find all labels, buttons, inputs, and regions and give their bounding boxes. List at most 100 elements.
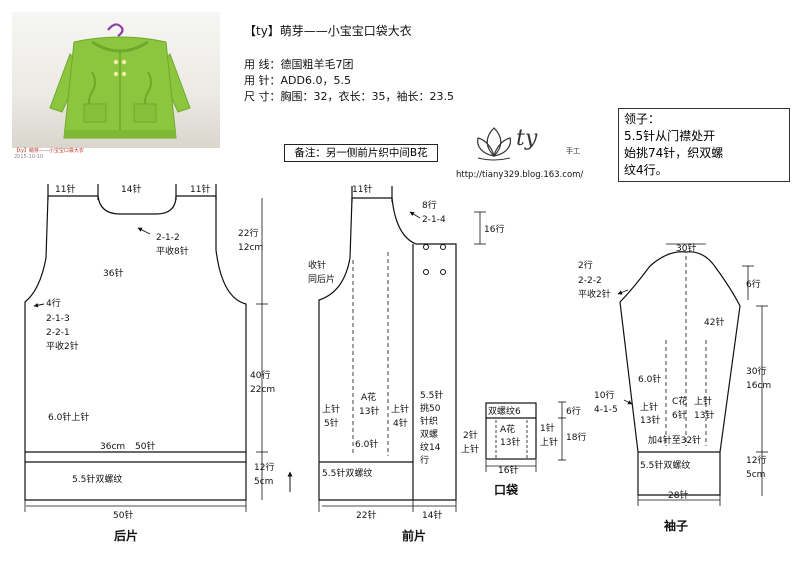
collar-instructions: 领子： 5.5针从门襟处开 始挑74针，织双螺 纹4行。 xyxy=(618,108,790,182)
sleeve-purl-left-stitches: 13针 xyxy=(640,414,660,426)
button-icon xyxy=(440,244,446,250)
front-neck-decrease: 2-1-4 xyxy=(422,215,446,225)
pocket-bottom-stitches: 16针 xyxy=(498,464,518,476)
sleeve-stitch-count-42: 42针 xyxy=(704,316,724,328)
sleeve-pattern-c-stitches: 6针 xyxy=(672,409,687,421)
sleeve-rib-cm: 5cm xyxy=(746,470,765,480)
sleeve-purl-right: 上针 xyxy=(694,395,712,407)
sleeve-title: 袖子 xyxy=(664,518,688,533)
back-body-stitch: 6.0针上针 xyxy=(48,411,89,423)
pocket-outline xyxy=(485,402,537,460)
pocket-left-stitches: 2针 xyxy=(463,429,478,441)
sleeve-cap-right-rows: 6行 xyxy=(746,278,761,290)
logo-script: ty xyxy=(516,126,538,151)
blog-url: http://tiany329.blog.163.com/ xyxy=(456,170,584,180)
back-outline xyxy=(24,195,247,501)
button-icon xyxy=(423,244,429,250)
button-icon xyxy=(423,269,429,275)
sleeve-purl-left: 上针 xyxy=(640,401,658,413)
back-body-rows: 40行 xyxy=(250,369,270,381)
button-icon xyxy=(440,269,446,275)
back-ribbing: 5.5针双螺纹 xyxy=(72,473,122,485)
pocket-title: 口袋 xyxy=(494,482,519,497)
front-top-stitches: 11针 xyxy=(352,183,372,195)
front-body-stitch: 6.0针 xyxy=(355,438,378,450)
pocket-right-stitches: 1针 xyxy=(540,422,555,434)
back-side-decrease-c: 平收2针 xyxy=(46,340,79,352)
back-piece xyxy=(24,184,293,512)
front-neck-rows: 8行 xyxy=(422,199,437,211)
front-piece-title: 前片 xyxy=(402,528,426,543)
back-neck-decrease-2: 平收8针 xyxy=(156,245,189,257)
front-band-1: 5.5针 xyxy=(420,389,443,401)
back-labels: 11针 14针 11针 2-1-2 平收8针 36针 22行 12cm 4行 2… xyxy=(46,183,275,543)
back-rib-cm: 5cm xyxy=(254,477,273,487)
back-stitch-count-36: 36针 xyxy=(103,267,123,279)
front-band-stitches: 14针 xyxy=(422,509,442,521)
photo-caption-date: 2015-10-10 xyxy=(14,154,44,160)
pocket-top-rib: 双螺纹6 xyxy=(488,405,521,417)
sleeve-increase-total: 加4针至32针 xyxy=(648,434,701,446)
sleeve-piece xyxy=(617,243,768,506)
pocket-labels: 双螺纹6 A花 13针 2针 上针 1针 上针 6行 18行 16针 口袋 xyxy=(461,405,586,497)
sleeve-cap-rows: 2行 xyxy=(578,259,593,271)
back-armhole-cm: 12cm xyxy=(238,243,263,253)
back-bottom-stitches: 50针 xyxy=(113,509,133,521)
front-ribbing: 5.5针双螺纹 xyxy=(322,467,372,479)
back-width-stitches: 50针 xyxy=(135,440,155,452)
pocket-rib-rows: 6行 xyxy=(566,405,581,417)
note-box: 备注：另一侧前片织中间B花 xyxy=(284,144,438,162)
sleeve-body-stitch: 6.0针 xyxy=(638,373,661,385)
needle-line: 用 针：ADD6.0，5.5 xyxy=(244,74,351,87)
back-side-decrease-b: 2-2-1 xyxy=(46,328,70,338)
collar-line-4: 纹4行。 xyxy=(624,163,668,177)
pocket-piece xyxy=(485,401,566,472)
front-band-5: 纹14 xyxy=(420,441,441,453)
sleeve-body-cm: 16cm xyxy=(746,381,771,391)
front-buttons xyxy=(423,244,446,275)
front-piece xyxy=(318,186,486,512)
sleeve-outline xyxy=(619,251,741,496)
pocket-right-purl: 上针 xyxy=(540,436,558,448)
photo-caption: 【ty】萌芽——小宝宝口袋大衣 2015-10-10 xyxy=(14,148,84,160)
front-placket-rows: 16行 xyxy=(484,223,504,235)
lotus-logo-icon xyxy=(477,127,511,161)
sleeve-top-stitches: 30针 xyxy=(676,242,696,254)
collar-line-1: 领子： xyxy=(624,112,661,126)
front-band-3: 针织 xyxy=(420,415,438,427)
sweater-illustration xyxy=(49,23,191,139)
back-side-rows: 4行 xyxy=(46,297,61,309)
front-bottom-stitches: 22针 xyxy=(356,509,376,521)
front-purl-left: 上针 xyxy=(322,403,340,415)
collar-line-3: 始挑74针，织双螺 xyxy=(624,146,724,160)
photo-caption-title: 【ty】萌芽——小宝宝口袋大衣 xyxy=(14,148,84,154)
sleeve-ribbing: 5.5针双螺纹 xyxy=(640,459,690,471)
front-band-4: 双螺 xyxy=(420,429,438,440)
sleeve-purl-right-stitches: 13针 xyxy=(694,409,714,421)
sleeve-bottom-stitches: 28针 xyxy=(668,489,688,501)
sleeve-rib-rows: 12行 xyxy=(746,454,766,466)
front-pattern-a: A花 xyxy=(361,391,376,403)
pocket-total-rows: 18行 xyxy=(566,431,586,443)
sleeve-increase: 4-1-5 xyxy=(594,405,618,415)
front-purl-right-stitches: 4针 xyxy=(393,417,408,429)
back-side-decrease-a: 2-1-3 xyxy=(46,314,70,324)
front-pattern-a-stitches: 13针 xyxy=(359,405,379,417)
back-neck-decrease-1: 2-1-2 xyxy=(156,233,180,243)
back-top-right-stitches: 11针 xyxy=(190,183,210,195)
front-outline xyxy=(318,197,457,501)
pocket-pattern-a-stitches: 13针 xyxy=(500,436,520,448)
sleeve-increase-rows: 10行 xyxy=(594,389,614,401)
yarn-line: 用 线：德国粗羊毛7团 xyxy=(244,58,354,71)
back-body-cm: 22cm xyxy=(250,385,275,395)
front-band-6: 行 xyxy=(420,454,429,466)
sleeve-body-rows: 30行 xyxy=(746,365,766,377)
sleeve-labels: 30针 2行 2-2-2 平收2针 6行 42针 6.0针 10行 4-1-5 … xyxy=(578,242,771,533)
sleeve-pattern-c: C花 xyxy=(672,395,687,407)
front-shoulder-bindoff: 收针 xyxy=(308,259,326,271)
hanger-icon xyxy=(107,23,124,37)
back-top-left-stitches: 11针 xyxy=(55,183,75,195)
back-width-cm: 36cm xyxy=(100,442,125,452)
